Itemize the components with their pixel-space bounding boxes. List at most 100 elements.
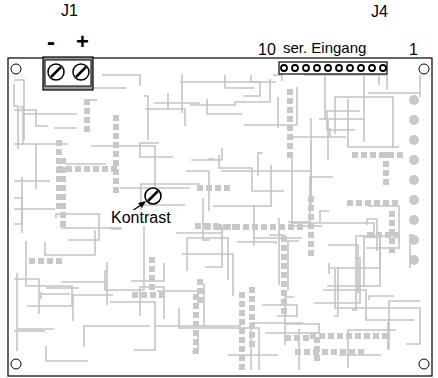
smd-pad (389, 211, 395, 217)
smd-pad (141, 292, 147, 298)
smd-pad (66, 166, 72, 172)
smd-pad (56, 258, 62, 264)
copper-trace (258, 153, 263, 176)
smd-pad (281, 245, 287, 251)
copper-trace (14, 84, 18, 149)
smd-pad (383, 200, 389, 206)
smd-pad (370, 152, 376, 158)
header-pin (281, 65, 287, 71)
smd-pad (149, 275, 155, 281)
smd-pad (84, 108, 90, 114)
copper-trace (388, 301, 420, 349)
smd-pad (397, 152, 403, 158)
smd-pad (56, 149, 62, 155)
copper-trace (352, 236, 394, 310)
copper-trace (207, 99, 242, 114)
copper-trace (66, 163, 106, 165)
copper-trace (329, 235, 380, 274)
smd-pad (215, 185, 221, 191)
smd-pad (150, 292, 156, 298)
smd-pad (308, 241, 314, 247)
smd-pad (206, 185, 212, 191)
smd-pad (60, 194, 66, 200)
connector-label: ser. Eingang (283, 40, 366, 55)
header-pin (314, 65, 320, 71)
pin-number: 1 (409, 42, 418, 58)
smd-pad (249, 314, 255, 320)
smd-pad (287, 89, 293, 95)
smd-pad (249, 287, 255, 293)
copper-trace (225, 75, 254, 88)
smd-pad (47, 258, 53, 264)
copper-trace (251, 75, 276, 82)
smd-pad (249, 323, 255, 329)
smd-pad (308, 205, 314, 211)
copper-trace (24, 113, 77, 115)
smd-pad (389, 220, 395, 226)
copper-trace (348, 99, 399, 147)
smd-pad (75, 166, 81, 172)
copper-trace (46, 346, 88, 361)
header-pin (292, 65, 298, 71)
copper-trace (105, 224, 144, 290)
smd-pad (281, 290, 287, 296)
smd-pad (392, 200, 398, 206)
round-pad (409, 255, 419, 265)
pin-number: 10 (258, 42, 276, 58)
smd-pad (239, 292, 245, 298)
smd-pad (288, 224, 294, 230)
copper-trace (16, 273, 18, 351)
header-pin (380, 65, 386, 71)
smd-pad (197, 288, 203, 294)
smd-pad (195, 223, 201, 229)
smd-pad (270, 224, 276, 230)
copper-trace (319, 119, 364, 160)
smd-pad (239, 355, 245, 361)
smd-pad (394, 232, 400, 238)
copper-trace (377, 308, 420, 344)
round-pad (409, 215, 419, 225)
smd-pad (249, 296, 255, 302)
smd-pad (193, 312, 199, 318)
smd-pad (287, 98, 293, 104)
smd-pad (322, 349, 328, 355)
smd-pad (205, 224, 211, 230)
smd-pad (113, 115, 119, 121)
header-pin (358, 65, 364, 71)
copper-trace (366, 206, 399, 248)
smd-pad (149, 266, 155, 272)
smd-pad (383, 170, 389, 176)
copper-trace (144, 204, 185, 206)
copper-trace (209, 159, 214, 160)
smd-pad (304, 349, 310, 355)
copper-trace (182, 75, 183, 113)
smd-pad (111, 166, 117, 172)
copper-trace (140, 287, 164, 319)
smd-pad (113, 160, 119, 166)
smd-pad (214, 224, 220, 230)
smd-pad (193, 321, 199, 327)
copper-trace (14, 330, 45, 332)
smd-pad (367, 232, 373, 238)
copper-trace (363, 75, 365, 142)
smd-pad (355, 333, 361, 339)
smd-pad (149, 257, 155, 263)
copper-trace (179, 308, 259, 370)
smd-pad (346, 333, 352, 339)
smd-pad (308, 223, 314, 229)
smd-pad (331, 349, 337, 355)
copper-trace (41, 292, 70, 299)
smd-pad (281, 263, 287, 269)
smd-pad (213, 223, 219, 229)
header-pin (303, 65, 309, 71)
smd-pad (281, 281, 287, 287)
smd-pad (379, 152, 385, 158)
smd-pad (102, 166, 108, 172)
smd-pad (60, 158, 66, 164)
copper-trace (102, 75, 140, 86)
copper-trace (262, 305, 297, 316)
smd-pad (365, 200, 371, 206)
smd-pad (149, 284, 155, 290)
copper-trace (304, 75, 387, 90)
